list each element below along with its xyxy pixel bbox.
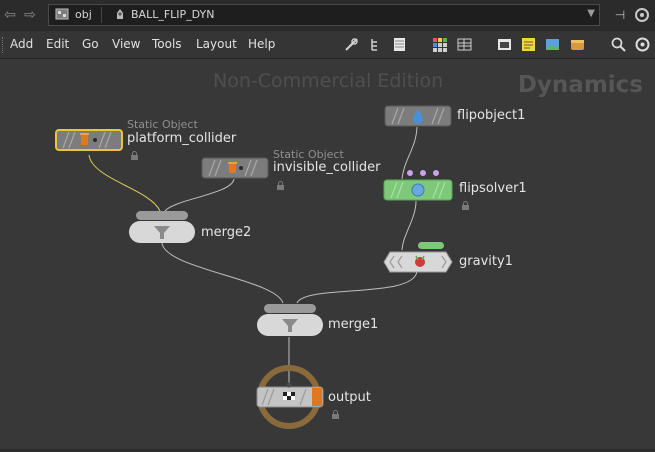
menu-tools[interactable]: Tools (152, 37, 182, 51)
node-name-platform-collider[interactable]: platform_collider (127, 131, 237, 146)
node-flipsolver1[interactable] (382, 169, 454, 201)
image-viewer-icon[interactable] (496, 36, 513, 53)
obj-network-icon (55, 8, 69, 20)
breadcrumb-separator (101, 7, 102, 23)
background-image-icon[interactable] (544, 36, 561, 53)
menu-bar: Add Edit Go View Tools Layout Help (0, 31, 655, 59)
wire-flipsolver-to-gravity (401, 200, 417, 251)
menu-add[interactable]: Add (10, 37, 34, 51)
node-output[interactable] (256, 365, 324, 429)
node-name-flipobject1[interactable]: flipobject1 (457, 108, 526, 123)
node-invisible-collider[interactable] (201, 157, 269, 179)
toolbar-grip[interactable] (2, 37, 5, 53)
menu-help[interactable]: Help (248, 37, 276, 51)
node-name-invisible-collider[interactable]: invisible_collider (273, 160, 381, 175)
node-merge1[interactable] (256, 302, 324, 338)
node-name-gravity1[interactable]: gravity1 (459, 254, 513, 269)
menu-view[interactable]: View (112, 37, 141, 51)
lock-icon[interactable] (461, 201, 470, 210)
lock-icon[interactable] (276, 181, 285, 190)
edition-watermark: Non-Commercial Edition (213, 70, 444, 92)
node-flipobject1[interactable] (384, 105, 452, 127)
network-box-icon[interactable] (569, 36, 586, 53)
chevron-down-icon[interactable]: ▼ (587, 8, 595, 19)
breadcrumb-dop-network[interactable]: BALL_FLIP_DYN (131, 8, 215, 21)
search-icon[interactable] (610, 36, 627, 53)
sticky-note-icon[interactable] (520, 36, 537, 53)
editor-bottom-edge (0, 449, 655, 452)
connection-wires (88, 126, 418, 385)
network-context-label: Dynamics (517, 72, 643, 98)
wire-invisible-to-merge2 (164, 178, 235, 212)
link-icon[interactable] (634, 7, 650, 23)
node-name-flipsolver1[interactable]: flipsolver1 (459, 181, 527, 196)
lock-icon[interactable] (331, 410, 340, 419)
dop-network-icon (117, 9, 123, 19)
tree-view-icon[interactable] (368, 36, 385, 53)
network-editor[interactable]: Non-Commercial Edition Dynamics Static O… (0, 59, 655, 452)
menu-go[interactable]: Go (82, 37, 99, 51)
path-bar: ⇦ ⇨ obj BALL_FLIP_DYN ▼ ⊣ (0, 0, 655, 31)
parameter-table-icon[interactable] (456, 36, 473, 53)
breadcrumb-obj[interactable]: obj (75, 8, 92, 21)
wire-merge2-to-merge1 (161, 242, 284, 304)
menu-edit[interactable]: Edit (46, 37, 70, 51)
node-merge2[interactable] (128, 209, 196, 245)
wire-platform-to-merge2 (88, 154, 161, 212)
list-view-icon[interactable] (391, 36, 408, 53)
lock-icon[interactable] (130, 151, 139, 160)
node-name-output[interactable]: output (328, 390, 371, 405)
node-type-label: Static Object (127, 118, 198, 131)
wire-gravity-to-merge1 (296, 270, 418, 304)
wire-flipobject-to-flipsolver (401, 126, 418, 180)
menu-layout[interactable]: Layout (196, 37, 237, 51)
settings-icon[interactable] (634, 36, 651, 53)
forward-arrow-icon[interactable]: ⇨ (24, 7, 36, 23)
pin-icon[interactable]: ⊣ (614, 8, 626, 22)
node-type-label: Static Object (273, 148, 344, 161)
grid-palette-icon[interactable] (431, 36, 448, 53)
node-name-merge2[interactable]: merge2 (201, 225, 252, 240)
network-path-field[interactable]: obj BALL_FLIP_DYN ▼ (48, 4, 600, 26)
wrench-icon[interactable] (343, 36, 360, 53)
node-gravity1[interactable] (382, 241, 454, 273)
back-arrow-icon[interactable]: ⇦ (4, 7, 16, 23)
node-name-merge1[interactable]: merge1 (328, 317, 379, 332)
node-platform-collider[interactable] (55, 129, 123, 151)
